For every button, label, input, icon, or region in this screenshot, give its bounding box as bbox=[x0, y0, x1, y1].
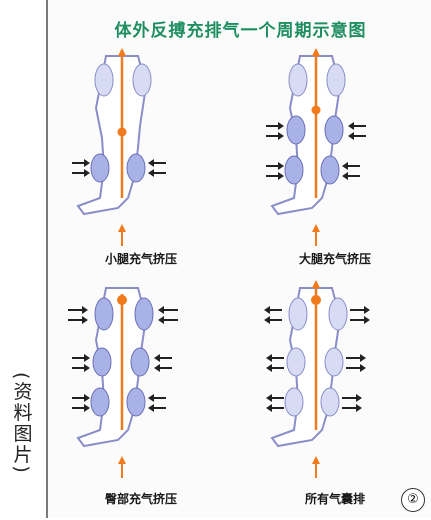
side-caption: (资料图片) bbox=[2, 372, 42, 512]
panel-label: 所有气囊排 bbox=[260, 490, 410, 507]
leg-figure-buttock bbox=[66, 280, 226, 490]
panel-calf-compression: 小腿充气挤压 bbox=[66, 48, 226, 288]
side-caption-text: (资料图片) bbox=[9, 372, 36, 475]
panel-label: 大腿充气挤压 bbox=[260, 250, 410, 267]
panel-label: 臀部充气挤压 bbox=[66, 490, 216, 507]
leg-figure-thigh bbox=[260, 48, 420, 258]
diagram-title: 体外反搏充排气一个周期示意图 bbox=[48, 16, 431, 41]
panel-label: 小腿充气挤压 bbox=[66, 250, 216, 267]
figure-number-badge: ② bbox=[401, 488, 425, 512]
leg-figure-calf bbox=[66, 48, 226, 258]
leg-figure-deflate bbox=[260, 280, 420, 490]
panel-thigh-compression: 大腿充气挤压 bbox=[260, 48, 420, 288]
diagram-poster: 体外反搏充排气一个周期示意图 小腿充气挤压 bbox=[46, 0, 431, 518]
panel-buttock-compression: 臀部充气挤压 bbox=[66, 280, 226, 520]
panel-all-deflate: 所有气囊排 bbox=[260, 280, 420, 520]
